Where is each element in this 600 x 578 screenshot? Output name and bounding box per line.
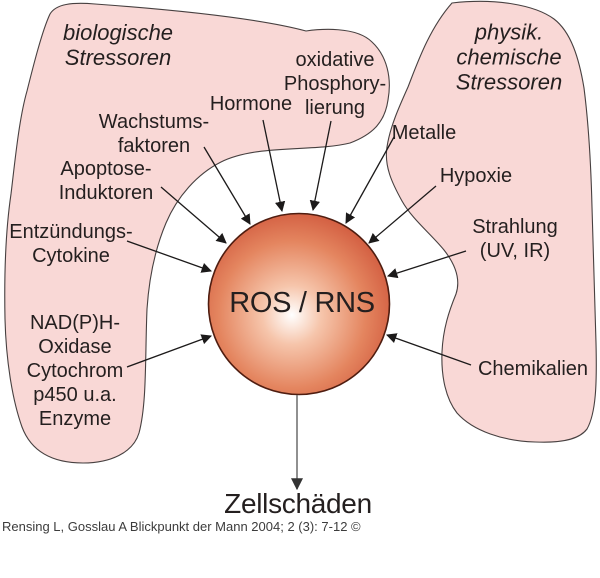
- arrow-metalle: [345, 136, 395, 224]
- label-entzuendungs-cytokine: Entzündungs- Cytokine: [9, 221, 133, 267]
- arrow-oxidative-phosphorylierung: [309, 120, 332, 212]
- arrow-wachstumsfaktoren: [203, 146, 251, 225]
- zellschaeden-label: Zellschäden: [224, 488, 372, 519]
- arrow-apoptose-induktoren: [160, 186, 227, 244]
- arrow-nadph-enzyme: [126, 334, 212, 368]
- label-oxidative-phosphorylierung: oxidative Phosphory- lierung: [283, 49, 387, 119]
- arrow-hypoxie: [368, 185, 437, 244]
- arrow-entzuendungs-cytokine: [126, 240, 212, 273]
- arrow-chemikalien: [386, 333, 472, 366]
- label-nadph-enzyme: NAD(P)H- Oxidase Cytochrom p450 u.a. Enz…: [26, 312, 124, 430]
- arrow-strahlung: [387, 250, 467, 279]
- label-wachstumsfaktoren: Wachstums- faktoren: [98, 111, 210, 157]
- arrow-hormone: [262, 119, 286, 213]
- label-metalle: Metalle: [391, 122, 457, 144]
- label-hypoxie: Hypoxie: [439, 165, 513, 187]
- physico-chemical-stressors-blob: [385, 0, 597, 443]
- input-arrows: [126, 119, 472, 368]
- ros-rns-sphere: [207, 212, 391, 396]
- label-chemikalien: Chemikalien: [477, 358, 589, 380]
- label-strahlung: Strahlung (UV, IR): [472, 216, 558, 262]
- biological-stressors-blob: [4, 2, 390, 464]
- ros-rns-label: ROS / RNS: [229, 287, 375, 319]
- physico-chemical-stressors-title: physik. chemische Stressoren: [455, 19, 563, 95]
- label-hormone: Hormone: [209, 93, 293, 115]
- label-apoptose-induktoren: Apoptose- Induktoren: [58, 158, 154, 204]
- biological-stressors-title: biologische Stressoren: [62, 20, 174, 70]
- citation-text: Rensing L, Gosslau A Blickpunkt der Mann…: [2, 519, 361, 534]
